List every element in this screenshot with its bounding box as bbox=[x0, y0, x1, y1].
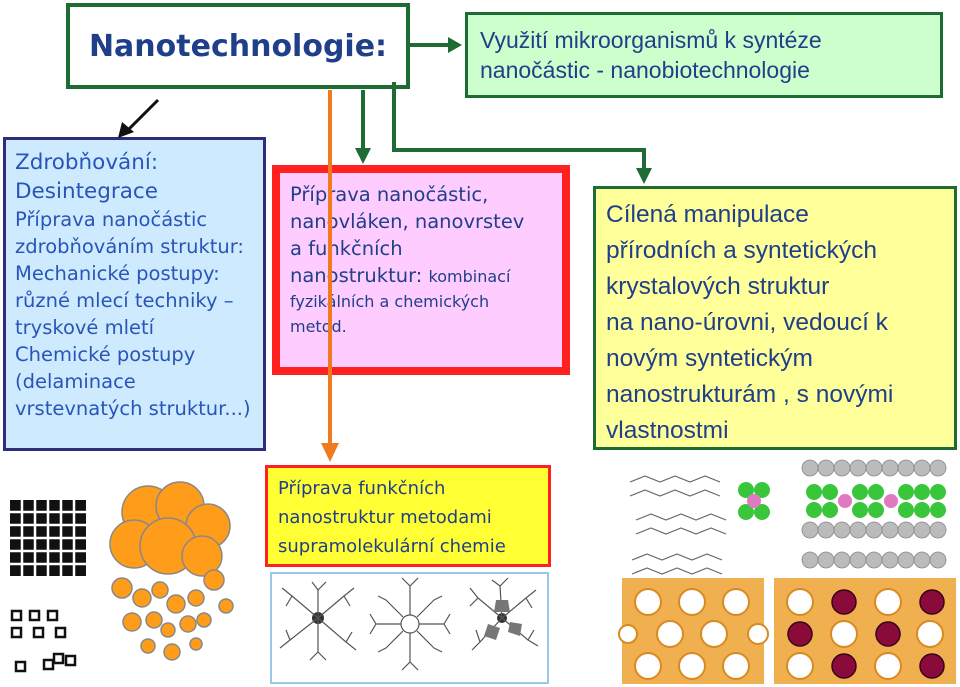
small-cluster-icon bbox=[738, 482, 770, 520]
dendrimer-icon bbox=[279, 581, 357, 661]
topic-box: Využití mikroorganismů k syntéze nanočás… bbox=[465, 12, 943, 98]
dendrimer-icons bbox=[279, 577, 539, 671]
layered-sheet-icon bbox=[629, 475, 727, 575]
supramolecular-line: nanostruktur metodami bbox=[278, 507, 492, 528]
supramolecular-line: Příprava funkčních bbox=[278, 478, 446, 499]
manipulation-line: vlastnostmi bbox=[606, 417, 729, 444]
page-title: Nanotechnologie: bbox=[88, 28, 388, 64]
manipulation-box: Cílená manipulace přírodních a syntetick… bbox=[593, 186, 957, 450]
manipulation-line: přírodních a syntetických bbox=[606, 237, 877, 264]
arrow-title-to-manipulation bbox=[392, 82, 652, 184]
manipulation-line: krystalových struktur bbox=[606, 273, 830, 300]
manipulation-line: Cílená manipulace bbox=[606, 201, 809, 228]
supramolecular-line: supramolekulární chemie bbox=[278, 536, 506, 557]
green-layer-icon bbox=[806, 484, 946, 518]
top-down-line: Mechanické postupy: bbox=[15, 262, 220, 285]
arrow-title-to-top-down bbox=[118, 98, 160, 138]
top-down-line: (delaminace bbox=[15, 370, 136, 393]
manipulation-line: novým syntetickým bbox=[606, 345, 813, 372]
supramolecular-box: Příprava funkčních nanostruktur metodami… bbox=[265, 465, 551, 567]
loaded-lattice-icon bbox=[774, 578, 956, 684]
combined-small-line: fyzikálních a chemických bbox=[290, 292, 490, 311]
particle-cloud-icon bbox=[109, 481, 234, 661]
arrow-title-to-combined bbox=[355, 90, 371, 164]
top-down-line: různé mlecí techniky – bbox=[15, 289, 234, 312]
top-down-line: Příprava nanočástic bbox=[15, 208, 208, 231]
combined-small-line: metod. bbox=[290, 317, 347, 336]
top-down-line: vrstevnatých struktur...) bbox=[15, 397, 251, 420]
combined-inline-small: kombinací bbox=[428, 267, 511, 286]
dendrimer-icon bbox=[469, 577, 539, 651]
top-down-line: Desintegrace bbox=[15, 179, 158, 204]
title-box: Nanotechnologie: bbox=[66, 3, 410, 89]
top-down-illustration bbox=[10, 481, 234, 673]
top-down-box: Zdrobňování: Desintegrace Příprava nanoč… bbox=[3, 137, 266, 451]
porous-lattice-icon bbox=[618, 578, 769, 684]
combined-methods-box: Příprava nanočástic, nanovláken, nanovrs… bbox=[272, 165, 570, 375]
combined-line: a funkčních bbox=[290, 237, 403, 260]
top-down-line: tryskové mletí bbox=[15, 316, 155, 339]
topic-line-2: nanočástic - nanobiotechnologie bbox=[480, 57, 810, 83]
topic-line-1: Využití mikroorganismů k syntéze bbox=[480, 27, 822, 53]
top-down-line: Zdrobňování: bbox=[15, 150, 159, 175]
top-down-line: Chemické postupy bbox=[15, 343, 196, 366]
manipulation-line: na nano-úrovni, vedoucí k bbox=[606, 309, 888, 336]
combined-line: nanovláken, nanovrstev bbox=[290, 210, 525, 233]
arrow-title-to-topic bbox=[410, 37, 462, 53]
combined-line-mixed: nanostruktur: kombinací bbox=[290, 262, 552, 289]
arrow-orange-to-supramolecular bbox=[321, 90, 339, 462]
grid-block-icon bbox=[10, 500, 86, 673]
combined-line: Příprava nanočástic, bbox=[290, 183, 489, 206]
manipulation-line: nanostrukturám , s novými bbox=[606, 381, 894, 408]
top-down-line: zdrobňováním struktur: bbox=[15, 235, 244, 258]
crystal-ball-model-icon bbox=[738, 459, 947, 569]
dendrimer-icon bbox=[369, 577, 451, 671]
gray-layer-icon bbox=[801, 459, 947, 569]
combined-line-part: nanostruktur: bbox=[290, 264, 429, 287]
